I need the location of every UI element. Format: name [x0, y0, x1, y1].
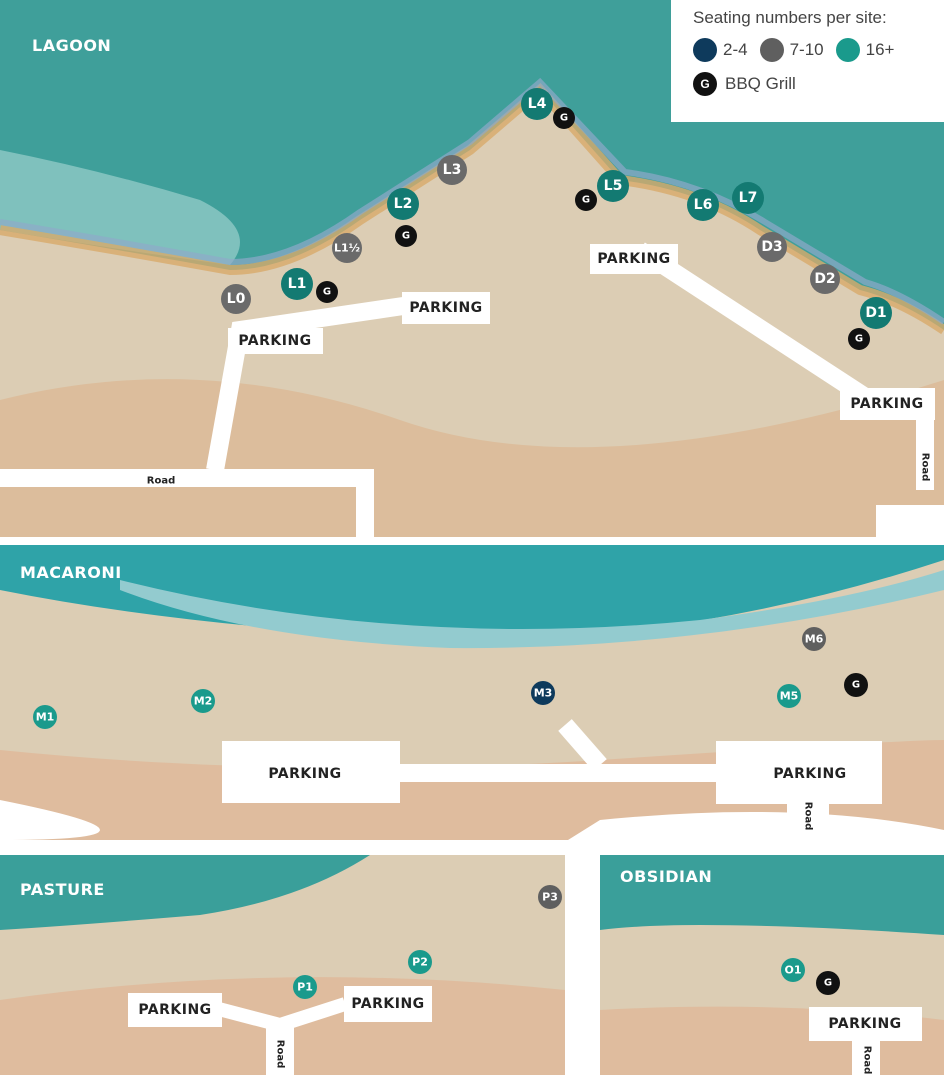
site-M1[interactable]: M1	[33, 705, 57, 729]
parking-lagoon-2: PARKING	[402, 292, 490, 324]
road-label: Road	[147, 476, 175, 487]
svg-text:PARKING: PARKING	[238, 333, 311, 349]
site-L1[interactable]: L1	[281, 268, 313, 300]
site-P1[interactable]: P1	[293, 975, 317, 999]
obsidian-section	[600, 855, 944, 1080]
road-label: Road	[862, 1046, 873, 1074]
svg-text:O1: O1	[784, 964, 801, 977]
bbq-grill-icon: G	[848, 328, 870, 350]
bbq-grill-icon: G	[816, 971, 840, 995]
svg-text:L1: L1	[288, 276, 307, 292]
bbq-grill-icon: G	[693, 72, 717, 96]
parking-pasture-1: PARKING	[128, 993, 222, 1027]
legend-label: BBQ Grill	[725, 74, 796, 93]
svg-text:M2: M2	[194, 695, 213, 708]
site-D1[interactable]: D1	[860, 297, 892, 329]
svg-text:L3: L3	[443, 162, 462, 178]
svg-text:G: G	[582, 195, 590, 206]
legend: Seating numbers per site: 2-4 7-10 16+ G…	[671, 0, 944, 122]
svg-text:G: G	[323, 287, 331, 298]
site-L1-half[interactable]: L1½	[332, 233, 362, 263]
svg-text:PARKING: PARKING	[597, 251, 670, 267]
site-L2[interactable]: L2	[387, 188, 419, 220]
svg-text:P2: P2	[412, 956, 428, 969]
legend-title: Seating numbers per site:	[693, 8, 887, 27]
road-label: Road	[920, 453, 931, 481]
svg-text:D2: D2	[814, 271, 835, 287]
region-title-obsidian: OBSIDIAN	[620, 867, 712, 886]
seating-16-plus-swatch	[835, 38, 860, 62]
svg-text:G: G	[852, 680, 860, 691]
region-title-pasture: PASTURE	[20, 880, 105, 899]
svg-text:G: G	[402, 231, 410, 242]
site-L6[interactable]: L6	[687, 189, 719, 221]
svg-text:L1½: L1½	[334, 242, 360, 255]
bbq-grill-icon: G	[575, 189, 597, 211]
site-L4[interactable]: L4	[521, 88, 553, 120]
svg-text:PARKING: PARKING	[773, 766, 846, 782]
svg-text:G: G	[855, 334, 863, 345]
svg-text:PARKING: PARKING	[409, 300, 482, 316]
svg-text:PARKING: PARKING	[828, 1016, 901, 1032]
svg-text:D3: D3	[761, 239, 782, 255]
site-L3[interactable]: L3	[437, 155, 467, 185]
svg-text:G: G	[824, 978, 832, 989]
svg-text:PARKING: PARKING	[268, 766, 341, 782]
parking-pasture-2: PARKING	[344, 986, 432, 1022]
parking-macaroni-1: PARKING	[222, 741, 400, 803]
legend-label: 7-10	[789, 40, 824, 59]
svg-text:G: G	[560, 113, 568, 124]
svg-text:PARKING: PARKING	[351, 996, 424, 1012]
svg-text:P1: P1	[297, 981, 313, 994]
svg-text:L7: L7	[739, 190, 758, 206]
site-O1[interactable]: O1	[781, 958, 805, 982]
svg-text:L2: L2	[394, 196, 413, 212]
site-M5[interactable]: M5	[777, 684, 801, 708]
svg-text:M6: M6	[805, 633, 824, 646]
bbq-grill-icon: G	[395, 225, 417, 247]
svg-text:L6: L6	[694, 197, 713, 213]
parking-lagoon-4: PARKING	[840, 388, 935, 420]
svg-text:M1: M1	[36, 711, 55, 724]
site-D3[interactable]: D3	[757, 232, 787, 262]
site-L5[interactable]: L5	[597, 170, 629, 202]
svg-text:L5: L5	[604, 178, 623, 194]
seating-7-10-swatch	[759, 38, 784, 62]
site-L7[interactable]: L7	[732, 182, 764, 214]
road-label: Road	[803, 802, 814, 830]
svg-text:P3: P3	[542, 891, 558, 904]
region-title-lagoon: LAGOON	[32, 36, 111, 55]
legend-label: 16+	[865, 40, 895, 59]
road-label: Road	[275, 1040, 286, 1068]
parking-lagoon-3: PARKING	[590, 244, 678, 274]
site-L0[interactable]: L0	[221, 284, 251, 314]
site-M3[interactable]: M3	[531, 681, 555, 705]
site-D2[interactable]: D2	[810, 264, 840, 294]
svg-text:D1: D1	[865, 305, 886, 321]
legend-label: 2-4	[723, 40, 748, 59]
site-P3[interactable]: P3	[538, 885, 562, 909]
svg-text:L4: L4	[528, 96, 547, 112]
bbq-grill-icon: G	[316, 281, 338, 303]
bbq-grill-icon: G	[844, 673, 868, 697]
svg-text:PARKING: PARKING	[138, 1002, 211, 1018]
bbq-grill-icon: G	[553, 107, 575, 129]
site-M2[interactable]: M2	[191, 689, 215, 713]
svg-text:M3: M3	[534, 687, 553, 700]
svg-text:M5: M5	[780, 690, 799, 703]
parking-lagoon-1: PARKING	[228, 328, 323, 354]
seating-2-4-swatch	[693, 38, 717, 62]
svg-text:L0: L0	[227, 291, 246, 307]
svg-text:PARKING: PARKING	[850, 396, 923, 412]
site-M6[interactable]: M6	[802, 627, 826, 651]
region-title-macaroni: MACARONI	[20, 563, 122, 582]
site-P2[interactable]: P2	[408, 950, 432, 974]
parking-obsidian: PARKING	[809, 1007, 922, 1041]
parking-macaroni-2: PARKING	[716, 741, 882, 804]
